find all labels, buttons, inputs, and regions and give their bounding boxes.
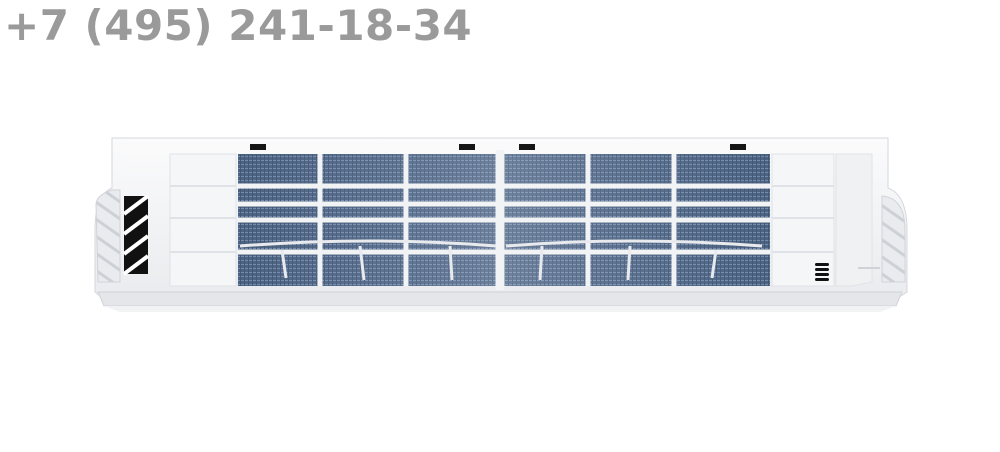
louvers [239, 239, 763, 281]
left-vent [122, 194, 150, 276]
right-end-cap [881, 195, 906, 283]
left-end-cap [95, 189, 121, 283]
right-vent-slots [815, 263, 829, 281]
top-clips [250, 144, 746, 150]
filter-grid [238, 150, 770, 290]
unit-lip [97, 291, 903, 307]
phone-number[interactable]: +7 (495) 241-18-34 [4, 1, 473, 50]
